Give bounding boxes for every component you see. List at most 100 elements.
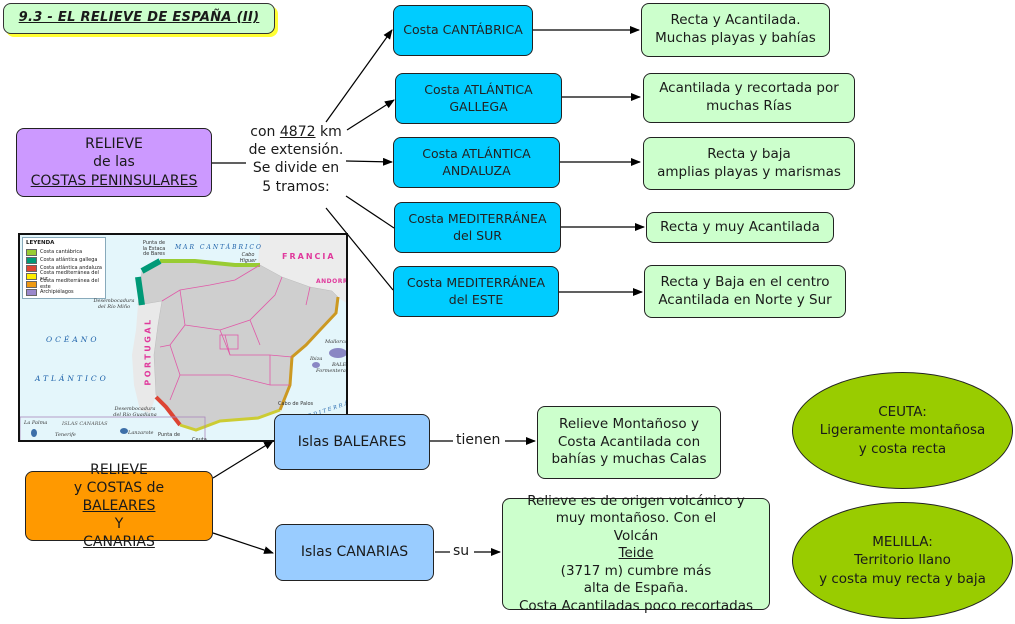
legend-label: Costa atlántica gallega <box>40 257 98 263</box>
coast-name: Costa CANTÁBRICA <box>403 22 523 38</box>
coast-name: Costa ATLÁNTICA <box>424 82 533 98</box>
island-node-canarias[interactable]: Islas CANARIAS <box>275 524 434 581</box>
desc-line: alta de España. <box>583 580 689 597</box>
ext-pre: con <box>250 124 280 140</box>
map-graphic <box>20 235 346 440</box>
city-node-ceuta[interactable]: CEUTA: Ligeramente montañosa y costa rec… <box>792 372 1013 489</box>
island-node-baleares[interactable]: Islas BALEARES <box>274 414 430 470</box>
label-atlantico: ATLÁNTICO <box>35 374 109 383</box>
island-desc-baleares[interactable]: Relieve Montañoso y Costa Acantilada con… <box>537 406 721 479</box>
legend-label: Costa mediterránea del sur <box>40 270 99 282</box>
edge-to-gallega <box>346 99 395 131</box>
label-oceano: OCÉANO <box>46 335 100 344</box>
root-line1: RELIEVE <box>85 136 143 153</box>
ibiza-island <box>312 362 320 368</box>
label-cabo-higuer: Cabo Higuer <box>239 252 257 264</box>
legend-label: Archipiélagos <box>40 289 74 295</box>
portugal-land <box>132 301 162 413</box>
ext-post: km <box>315 124 342 140</box>
islands-root-line2: y COSTAS de <box>73 479 165 496</box>
legend-swatch <box>26 272 37 280</box>
coast-andaluza-line <box>154 395 182 427</box>
city-desc-line: y costa recta <box>858 440 947 457</box>
islands-root-node[interactable]: RELIEVE y COSTAS de BALEARES Y CANARIAS <box>25 462 213 550</box>
city-desc-line: y costa muy recta y baja <box>819 570 986 587</box>
desc-pre: Volcán <box>613 527 659 544</box>
label-la-palma: La Palma <box>24 420 48 426</box>
legend-swatch <box>26 248 37 256</box>
desc-line: Costa Acantilada con <box>557 433 701 450</box>
desc-line: muy montañoso. Con el <box>555 510 717 527</box>
legend-item: Costa mediterránea del este <box>26 278 102 290</box>
canarias-inset <box>20 416 206 440</box>
coast-name: del SUR <box>453 227 502 243</box>
canarias-word: CANARIAS <box>83 534 155 551</box>
edge-to-andaluza <box>345 157 393 166</box>
coast-name: Costa MEDITERRÁNEA <box>408 211 547 227</box>
label-punta-estaca: Punta de la Estaca de Bares <box>142 240 166 257</box>
lanzarote-island <box>120 428 128 434</box>
coast-node-atlantica-gallega[interactable]: Costa ATLÁNTICA GALLEGA <box>395 73 562 124</box>
ext-line4: 5 tramos: <box>262 178 330 195</box>
island-desc-canarias[interactable]: Relieve es de origen volcánico y muy mon… <box>502 493 770 614</box>
coast-node-mediterranea-este[interactable]: Costa MEDITERRÁNEA del ESTE <box>393 266 559 317</box>
edge-to-canarias <box>212 532 274 554</box>
desc-line: Relieve es de origen volcánico y <box>527 492 745 509</box>
label-formentera: Formentera <box>316 368 346 374</box>
desc-line: Muchas playas y bahías <box>655 30 816 46</box>
legend-swatch <box>26 280 37 288</box>
coast-node-atlantica-andaluza[interactable]: Costa ATLÁNTICA ANDALUZA <box>393 137 560 188</box>
desc-post: (3717 m) cumbre más <box>560 562 712 579</box>
legend-label: Costa mediterránea del este <box>40 278 99 290</box>
root-line3: COSTAS PENINSULARES <box>30 172 198 189</box>
coast-desc-mediterranea-este[interactable]: Recta y Baja en el centro Acantilada en … <box>644 265 846 318</box>
label-ceuta: Ceuta <box>192 437 207 442</box>
city-node-melilla[interactable]: MELILLA: Territorio llano y costa muy re… <box>792 502 1013 619</box>
coast-desc-cantabrica[interactable]: Recta y Acantilada. Muchas playas y bahí… <box>641 3 830 57</box>
page-title: 9.3 - EL RELIEVE DE ESPAÑA (II) <box>3 3 275 34</box>
coast-desc-mediterranea-sur[interactable]: Recta y muy Acantilada <box>646 212 834 243</box>
ext-line1: con 4872 km <box>250 124 341 140</box>
label-tenerife: Tenerife <box>55 432 76 438</box>
label-ibiza: Ibiza <box>310 356 323 362</box>
legend-swatch <box>26 256 37 264</box>
city-desc-line: Ligeramente montañosa <box>819 422 986 439</box>
desc-line: Recta y Baja en el centro <box>660 273 830 290</box>
france-land <box>258 235 346 303</box>
coast-desc-andaluza[interactable]: Recta y baja amplias playas y marismas <box>643 137 855 190</box>
coast-desc-gallega[interactable]: Acantilada y recortada por muchas Rías <box>643 73 855 123</box>
coast-name: ANDALUZA <box>442 162 511 178</box>
label-rio-guadiana: Desembocadura del Río Guadiana <box>113 406 157 418</box>
spain-coasts-map: LEYENDA Costa cantábrica Costa atlántica… <box>18 233 348 442</box>
desc-line: Relieve Montañoso y <box>559 416 699 433</box>
desc-line: Acantilada y recortada por <box>659 80 839 97</box>
coast-name: GALLEGA <box>449 98 508 114</box>
legend-item: Costa atlántica gallega <box>26 256 102 264</box>
teide-link: Teide <box>618 545 654 562</box>
coast-med-sur-line <box>179 408 281 432</box>
peninsular-coasts-root-node[interactable]: RELIEVE de las COSTAS PENINSULARES <box>16 128 212 197</box>
region-borders <box>159 264 311 401</box>
label-islas-canarias: ISLAS CANARIAS <box>62 421 108 427</box>
desc-line: muchas Rías <box>706 98 792 114</box>
desc-line: Recta y muy Acantilada <box>660 218 820 235</box>
coast-node-mediterranea-sur[interactable]: Costa MEDITERRÁNEA del SUR <box>394 202 561 253</box>
coast-node-cantabrica[interactable]: Costa CANTÁBRICA <box>393 5 533 56</box>
root-line2: de las <box>93 154 135 171</box>
label-portugal: PORTUGAL <box>143 317 153 386</box>
baleares-word: BALEARES <box>82 497 156 514</box>
legend-label: Costa cantábrica <box>40 249 83 255</box>
island-name: Islas CANARIAS <box>300 544 409 561</box>
edge-to-med-este <box>325 207 394 291</box>
la-palma-island <box>31 429 37 437</box>
page-title-text: 9.3 - EL RELIEVE DE ESPAÑA (II) <box>18 10 260 26</box>
legend-swatch <box>26 264 37 272</box>
coast-gallega-line <box>135 258 162 306</box>
label-punta-de: Punta de <box>158 432 181 438</box>
legend-item: Costa atlántica andaluza <box>26 264 102 272</box>
city-name: MELILLA: <box>872 534 933 551</box>
edge-to-med-sur <box>345 195 395 229</box>
label-baleares: BALE <box>332 362 347 368</box>
desc-line: Costa Acantiladas poco recortadas <box>518 597 754 614</box>
